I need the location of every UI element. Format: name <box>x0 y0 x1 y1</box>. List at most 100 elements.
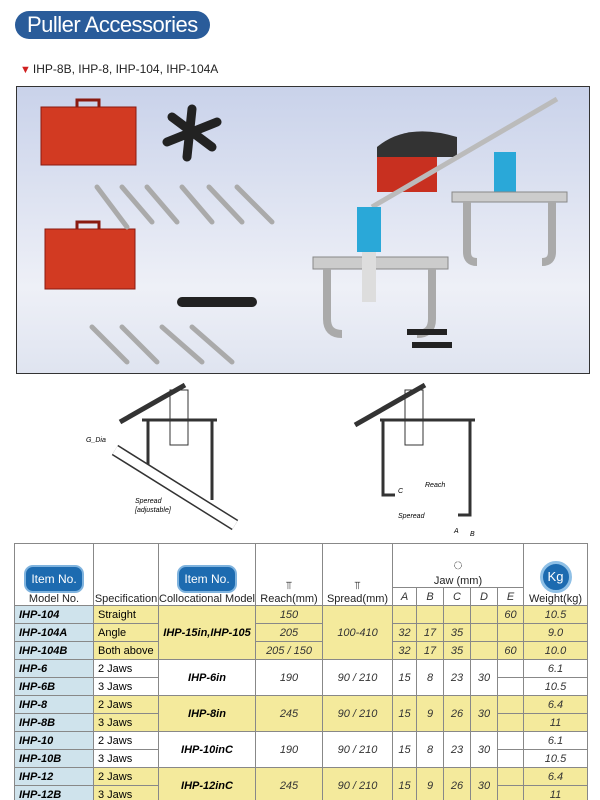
jaw-c-cell: 23 <box>443 659 471 696</box>
spec-table: Item No.Model No. Specification Item No.… <box>14 543 588 800</box>
spread-dim-label: Speread <box>398 513 426 520</box>
jaw-a-cell: 15 <box>392 695 417 732</box>
puller-kit-illustration <box>40 96 568 365</box>
jaw-d-cell <box>470 623 498 642</box>
jaw-b-cell <box>416 605 444 624</box>
colloc-cell: IHP-15in,IHP-105 <box>158 605 256 660</box>
jaw-e-cell <box>497 623 524 642</box>
reach-icon: ⫪ <box>285 580 293 592</box>
spread-cell: 90 / 210 <box>322 731 393 768</box>
weight-cell: 10.5 <box>523 605 588 624</box>
model-cell: IHP-12B <box>14 785 94 800</box>
weight-cell: 11 <box>523 713 588 732</box>
reach-cell: 245 <box>255 695 323 732</box>
jaw-e-cell <box>497 677 524 696</box>
model-cell: IHP-6B <box>14 677 94 696</box>
model-cell: IHP-104 <box>14 605 94 624</box>
jaw-e-cell <box>497 767 524 786</box>
jaw-header: ◌Jaw (mm) <box>392 543 524 588</box>
reach-cell: 205 <box>255 623 323 642</box>
jaw-b-cell: 9 <box>416 767 444 800</box>
spec-cell: 2 Jaws <box>93 659 159 678</box>
jaw-c-cell: 35 <box>443 623 471 642</box>
weight-cell: 10.0 <box>523 641 588 660</box>
colloc-header: Item No.Collocational Model <box>158 543 256 606</box>
reach-cell: 245 <box>255 767 323 800</box>
c-label: C <box>398 488 404 495</box>
weight-cell: 10.5 <box>523 677 588 696</box>
jaw-d-cell: 30 <box>470 767 498 800</box>
a-label: A <box>453 528 459 535</box>
colloc-cell: IHP-10inC <box>158 731 256 768</box>
jaw-e-cell <box>497 785 524 800</box>
jaw-icon: ◌ <box>453 557 463 574</box>
jaw-b-cell: 17 <box>416 623 444 642</box>
reach-cell: 150 <box>255 605 323 624</box>
jaw-a-cell <box>392 605 417 624</box>
reach-header: ⫪Reach(mm) <box>255 543 323 606</box>
model-cell: IHP-10B <box>14 749 94 768</box>
spread-diagram: G_Dia Speread [adjustable] <box>86 382 239 531</box>
reach-cell: 190 <box>255 659 323 696</box>
jaw-a-cell: 32 <box>392 641 417 660</box>
jaw-d-cell: 30 <box>470 659 498 696</box>
spread-cell: 100-410 <box>322 605 393 660</box>
model-header-text: Model No. <box>28 593 80 605</box>
jaw-e-header: E <box>497 587 524 606</box>
jaw-d-cell <box>470 641 498 660</box>
spec-cell: 2 Jaws <box>93 695 159 714</box>
product-photo <box>16 86 590 374</box>
reach-cell: 190 <box>255 731 323 768</box>
model-subtitle: ▼IHP-8B, IHP-8, IHP-104, IHP-104A <box>20 62 218 76</box>
spec-cell: 3 Jaws <box>93 749 159 768</box>
b-label: B <box>470 531 475 538</box>
jaw-d-cell: 30 <box>470 731 498 768</box>
jaw-d-cell: 30 <box>470 695 498 732</box>
jaw-header-text: Jaw (mm) <box>433 575 483 587</box>
jaw-b-cell: 17 <box>416 641 444 660</box>
jaw-a-header: A <box>392 587 417 606</box>
colloc-cell: IHP-12inC <box>158 767 256 800</box>
spec-cell: 2 Jaws <box>93 731 159 750</box>
model-cell: IHP-104A <box>14 623 94 642</box>
spread-label: Speread <box>135 498 163 505</box>
section-title: Puller Accessories <box>15 11 210 39</box>
jaw-b-cell: 9 <box>416 695 444 732</box>
spec-cell: 2 Jaws <box>93 767 159 786</box>
spec-header: Specification <box>93 543 159 606</box>
spec-cell: Straight <box>93 605 159 624</box>
spec-cell: 3 Jaws <box>93 785 159 800</box>
spread-header-text: Spread(mm) <box>326 593 389 605</box>
reach-diagram: Reach C Speread A B <box>353 382 475 538</box>
g-dia-label: G_Dia <box>86 437 106 444</box>
spread-cell: 90 / 210 <box>322 695 393 732</box>
colloc-cell: IHP-8in <box>158 695 256 732</box>
jaw-e-cell: 60 <box>497 641 524 660</box>
jaw-c-cell: 26 <box>443 695 471 732</box>
reach-label: Reach <box>425 482 445 489</box>
subtitle-text: IHP-8B, IHP-8, IHP-104, IHP-104A <box>32 62 219 76</box>
kg-badge: Kg <box>539 561 572 593</box>
model-cell: IHP-12 <box>14 767 94 786</box>
jaw-e-cell <box>497 749 524 768</box>
jaw-b-cell: 8 <box>416 731 444 768</box>
jaw-d-cell <box>470 605 498 624</box>
jaw-b-header: B <box>416 587 444 606</box>
jaw-c-cell: 26 <box>443 767 471 800</box>
model-cell: IHP-8B <box>14 713 94 732</box>
spec-cell: Both above <box>93 641 159 660</box>
spread-header: ⫪Spread(mm) <box>322 543 393 606</box>
jaw-b-cell: 8 <box>416 659 444 696</box>
weight-cell: 10.5 <box>523 749 588 768</box>
jaw-e-cell <box>497 695 524 714</box>
